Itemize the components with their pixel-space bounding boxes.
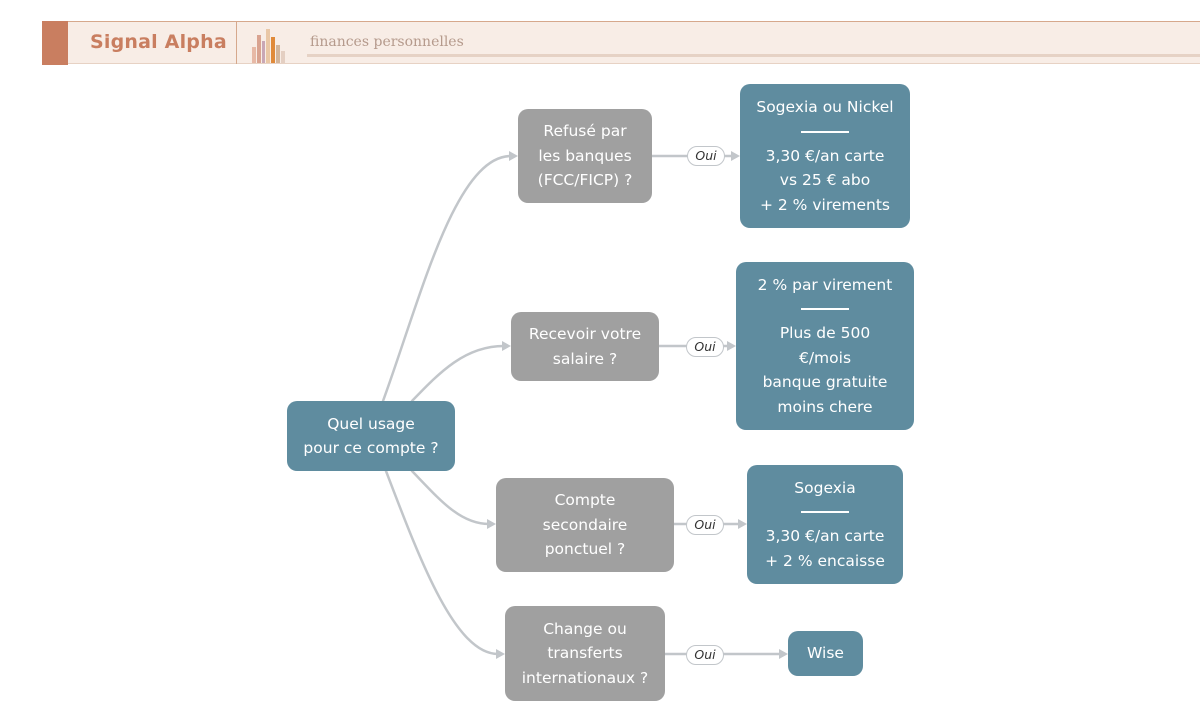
answer-line: moins chere (777, 397, 873, 416)
question-line: internationaux ? (521, 668, 649, 687)
edge-label-oui: Oui (686, 337, 724, 357)
answer-title: Sogexia (794, 478, 856, 497)
answer-title: Wise (807, 644, 844, 663)
arrowhead-q4 (496, 649, 505, 659)
answer-line: banque gratuite (762, 373, 888, 392)
question-line: les banques (538, 146, 632, 165)
arrowhead-a4 (779, 649, 788, 659)
arrowhead-a1 (731, 151, 740, 161)
edge-label-oui: Oui (687, 146, 725, 166)
question-node-international[interactable]: Change ou transferts internationaux ? (505, 606, 665, 701)
question-node-secondary-account[interactable]: Compte secondaire ponctuel ? (496, 478, 674, 572)
question-line: Change ou (543, 619, 627, 638)
page-header: Signal Alpha finances personnelles (42, 21, 1200, 65)
connector-root-to-q2 (410, 344, 506, 403)
brand-name[interactable]: Signal Alpha (90, 31, 227, 53)
header-divider (236, 22, 237, 64)
arrowhead-q2 (502, 341, 511, 351)
brand-color-block (42, 21, 68, 65)
question-node-salary[interactable]: Recevoir votre salaire ? (511, 312, 659, 381)
connector-root-to-q1 (381, 154, 513, 403)
header-underline (307, 54, 1200, 57)
connector-root-to-q3 (410, 469, 491, 526)
connector-root-to-q4 (384, 469, 500, 656)
question-line: Refusé par (543, 122, 627, 141)
answer-node-transfer-fee[interactable]: 2 % par virement Plus de 500 €/mois banq… (736, 262, 914, 430)
answer-line: 3,30 €/an carte (765, 146, 885, 165)
answer-line: 3,30 €/an carte (765, 527, 885, 546)
answer-divider (801, 511, 849, 514)
answer-node-sogexia[interactable]: Sogexia 3,30 €/an carte + 2 % encaisse (747, 465, 903, 584)
answer-title: Sogexia ou Nickel (756, 98, 894, 116)
question-line: (FCC/FICP) ? (537, 171, 633, 190)
answer-line: vs 25 € abo (779, 171, 871, 189)
arrowhead-q1 (509, 151, 518, 161)
edge-label-oui: Oui (686, 515, 724, 535)
arrowhead-a2 (727, 341, 736, 351)
question-node-bank-refusal[interactable]: Refusé par les banques (FCC/FICP) ? (518, 109, 652, 203)
answer-line: + 2 % virements (759, 195, 891, 214)
edge-label-oui: Oui (686, 645, 724, 665)
answer-title: 2 % par virement (757, 275, 893, 294)
question-line: Compte (554, 491, 616, 510)
answer-line: €/mois (798, 348, 852, 367)
bar-chart-logo-icon (252, 29, 285, 63)
answer-line: + 2 % encaisse (765, 551, 885, 570)
header-subtitle: finances personnelles (310, 34, 464, 50)
question-line: secondaire (542, 515, 628, 534)
question-line: ponctuel ? (544, 540, 626, 559)
question-line: transferts (547, 644, 623, 663)
answer-line: Plus de 500 (779, 324, 871, 343)
root-node[interactable]: Quel usage pour ce compte ? (287, 401, 455, 471)
root-line: pour ce compte ? (303, 439, 439, 457)
answer-node-wise[interactable]: Wise (788, 631, 863, 676)
root-line: Quel usage (327, 414, 415, 433)
answer-divider (801, 308, 849, 311)
answer-divider (801, 130, 849, 133)
arrowhead-a3 (738, 519, 747, 529)
question-line: Recevoir votre (528, 325, 642, 343)
answer-node-sogexia-nickel[interactable]: Sogexia ou Nickel 3,30 €/an carte vs 25 … (740, 84, 910, 228)
arrowhead-q3 (487, 519, 496, 529)
question-line: salaire ? (552, 349, 618, 368)
